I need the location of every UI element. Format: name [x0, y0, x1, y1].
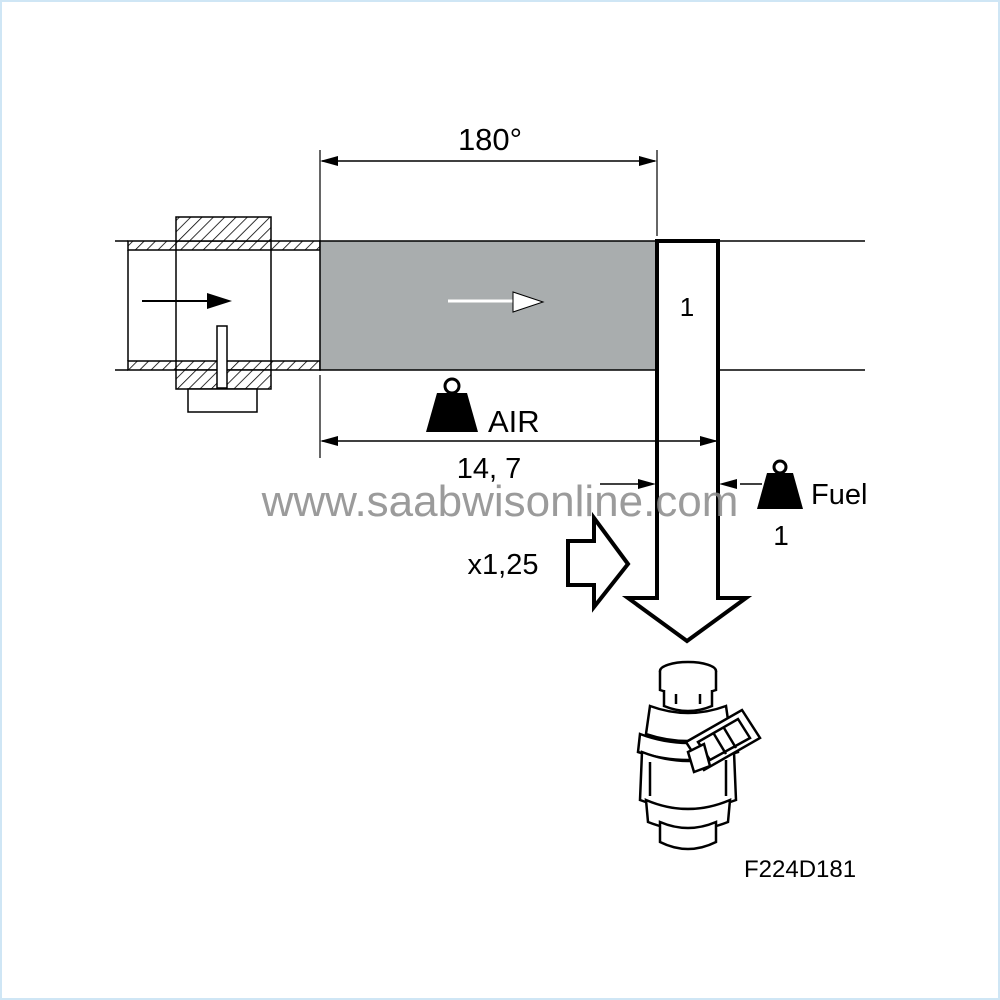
angle-dimension: 180°: [319, 122, 658, 241]
sensor-base: [187, 388, 258, 413]
air-flow-sensor: [142, 216, 272, 413]
watermark-text: www.saabwisonline.com: [261, 477, 739, 526]
air-flow-arrow-head: [512, 291, 545, 313]
fuel-injector-illustration: [636, 660, 762, 851]
angle-label: 180°: [458, 122, 522, 157]
fuel-label: Fuel: [811, 479, 867, 511]
fuel-ratio-dimension: [600, 479, 762, 489]
injector-connector: [684, 708, 762, 774]
air-weight: AIR: [426, 377, 540, 439]
sensor-probe: [216, 325, 228, 389]
air-ratio-label: 14, 7: [457, 453, 522, 485]
fuel-ratio-label: 1: [773, 520, 789, 551]
air-ratio-dimension: 14, 7: [319, 375, 718, 485]
air-label: AIR: [488, 404, 540, 439]
air-charge-section: [319, 240, 658, 371]
enrichment-arrow: [566, 511, 631, 613]
enrichment-factor: x1,25: [468, 511, 631, 613]
factor-label: x1,25: [468, 549, 539, 581]
cylinder-label: 1: [680, 292, 694, 322]
fuel-weight: Fuel 1: [757, 459, 867, 551]
pipe-wall-top: [127, 240, 321, 251]
fuel-weight-icon: [757, 459, 803, 509]
air-weight-icon: [426, 377, 478, 432]
sensor-collar-top: [175, 216, 272, 242]
air-charge-fill: [319, 240, 658, 371]
figure-code: F224D181: [744, 856, 856, 883]
